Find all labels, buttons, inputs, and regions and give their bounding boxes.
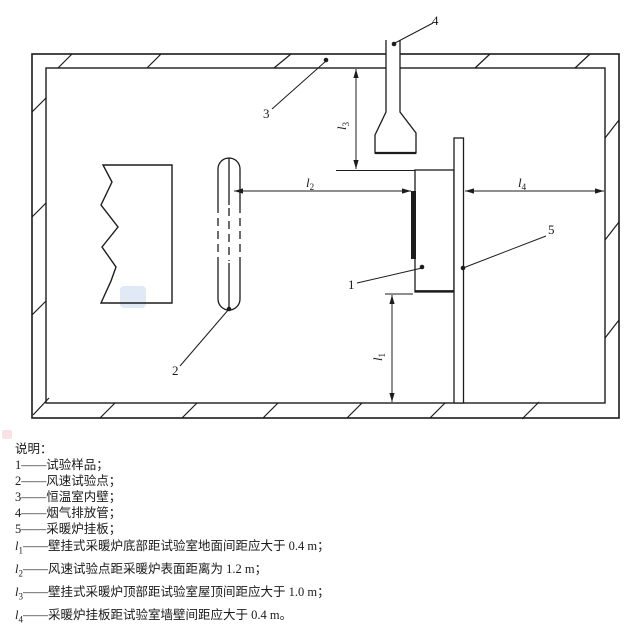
- callout-4: 4: [432, 13, 439, 28]
- test-sample-furnace: [414, 169, 455, 293]
- test-chamber-diagram: l2 l4 l3 l1 1 2 3 4 5: [2, 13, 620, 439]
- l1-dimension-label: l1: [370, 353, 387, 361]
- probe-dashed-midsection: [217, 205, 241, 263]
- legend-item-l3: l3——壁挂式采暖炉顶部距试验室屋顶间距应大于 1.0 m；: [15, 585, 330, 602]
- furnace-assembly: [411, 137, 465, 404]
- legend-item-5: 5——采暖炉挂板；: [15, 522, 122, 536]
- callout-3: 3: [263, 106, 270, 121]
- l3-dimension-label: l3: [334, 121, 351, 130]
- legend-heading: 说明：: [15, 442, 53, 456]
- leader-5: [462, 235, 547, 269]
- anemometer-probe: [217, 157, 241, 311]
- callout-1: 1: [348, 277, 355, 292]
- inner-wall: [45, 67, 606, 404]
- partial-equipment-outline: [99, 164, 173, 304]
- legend-item-l1: l1——壁挂式采暖炉底部距试验室地面间距应大于 0.4 m；: [15, 539, 330, 556]
- leader-4: [394, 22, 434, 44]
- legend-item-4: 4——烟气排放管；: [15, 506, 122, 520]
- legend-item-l4: l4——采暖炉挂板距试验室墙壁间距应大于 0.4 m。: [15, 608, 293, 625]
- legend-item-l2: l2——风速试验点距采暖炉表面距离为 1.2 m；: [15, 562, 268, 579]
- leader-2: [179, 308, 230, 367]
- chamber-walls: [31, 53, 620, 420]
- mounting-plate: [453, 137, 465, 404]
- callout-dots: [226, 41, 466, 312]
- callout-leaders: [179, 22, 547, 367]
- l4-dimension-label: l4: [518, 175, 527, 192]
- dimension-lines: [234, 69, 604, 402]
- callout-5: 5: [548, 222, 555, 237]
- callout-2: 2: [172, 363, 179, 378]
- legend-item-3: 3——恒温室内壁；: [15, 490, 122, 504]
- watermark-2: [2, 430, 12, 439]
- watermark: [120, 286, 146, 308]
- furnace-front-face: [411, 191, 416, 259]
- wall-hatching: [31, 53, 620, 420]
- flue-pipe: [374, 40, 417, 155]
- l2-dimension-label: l2: [306, 175, 314, 192]
- outer-wall: [31, 53, 620, 419]
- legend-item-1: 1——试验样品；: [15, 458, 109, 472]
- leader-3: [271, 60, 327, 110]
- legend-item-2: 2——风速试验点；: [15, 474, 122, 488]
- extension-lines: [336, 170, 415, 295]
- legend: 说明： 1——试验样品； 2——风速试验点； 3——恒温室内壁； 4——烟气排放…: [15, 441, 625, 629]
- dimension-arrowheads: [234, 69, 604, 402]
- leader-1: [356, 267, 423, 284]
